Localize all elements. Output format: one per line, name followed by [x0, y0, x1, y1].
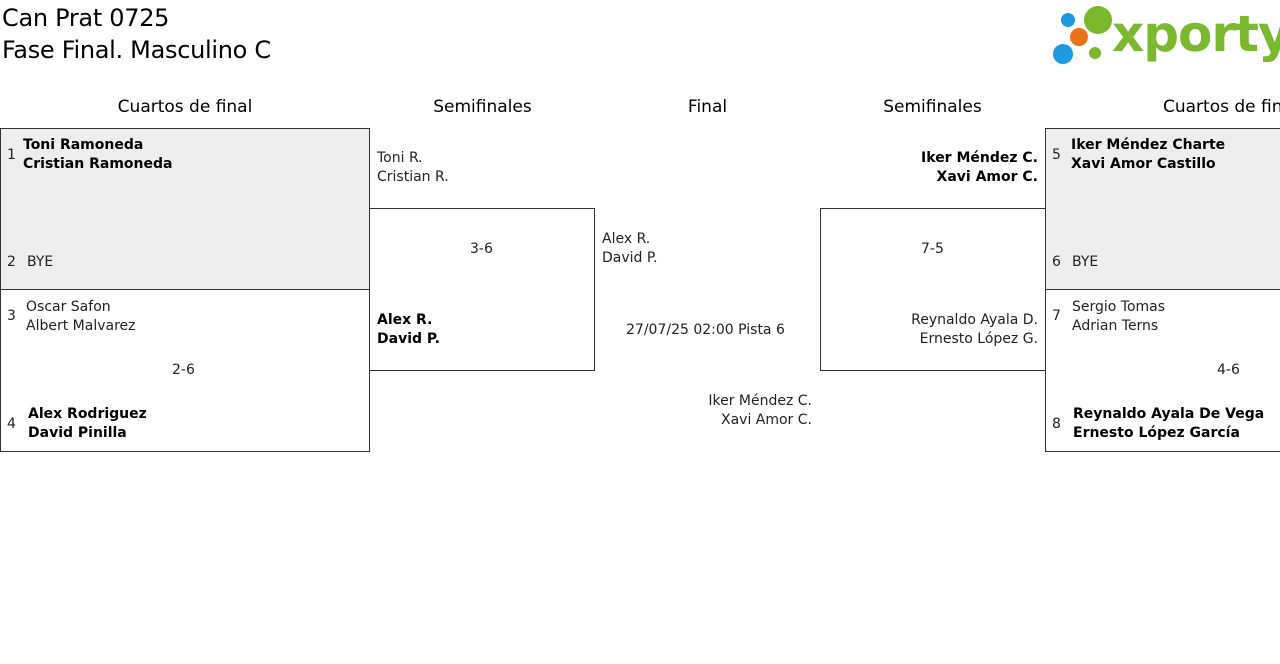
round-header-left-semis: Semifinales: [433, 97, 532, 117]
logo-dot-orange: [1070, 28, 1088, 46]
seed-number: 6: [1052, 254, 1061, 270]
player-name: Albert Malvarez: [26, 318, 136, 334]
seed-number: 5: [1052, 147, 1061, 163]
seed-number: 1: [7, 147, 16, 163]
player-name: Cristian R.: [377, 169, 449, 185]
final-schedule: 27/07/25 02:00 Pista 6: [626, 322, 785, 338]
match-left-semi[interactable]: [369, 208, 595, 371]
player-name: David P.: [377, 331, 440, 347]
player-name: Ernesto López García: [1073, 425, 1240, 441]
player-name: Adrian Terns: [1072, 318, 1159, 334]
logo-dot-small-green: [1089, 47, 1101, 59]
player-name: Alex Rodriguez: [28, 406, 147, 422]
match-score: 4-6: [1217, 362, 1240, 378]
seed-number: 2: [7, 254, 16, 270]
round-header-final: Final: [687, 97, 728, 117]
player-name: Ernesto López G.: [919, 331, 1038, 347]
player-name: Oscar Safon: [26, 299, 111, 315]
bye-label: BYE: [27, 254, 54, 270]
tournament-title: Can Prat 0725: [2, 4, 170, 32]
tournament-subtitle: Fase Final. Masculino C: [2, 36, 271, 64]
player-name: Toni Ramoneda: [23, 137, 144, 153]
player-name: Reynaldo Ayala De Vega: [1073, 406, 1265, 422]
match-left-quarter-1[interactable]: [0, 128, 370, 290]
player-name: David Pinilla: [28, 425, 127, 441]
xporty-logo: xporty: [1050, 4, 1280, 68]
player-name: Toni R.: [377, 150, 423, 166]
seed-number: 4: [7, 416, 16, 432]
round-header-left-quarters: Cuartos de final: [117, 97, 253, 117]
logo-dot-small-blue: [1061, 13, 1075, 27]
seed-number: 8: [1052, 416, 1061, 432]
match-score: 3-6: [470, 241, 493, 257]
player-name: Xavi Amor C.: [936, 169, 1038, 185]
match-score: 7-5: [921, 241, 944, 257]
logo-dot-blue: [1053, 44, 1073, 64]
match-right-quarter-2[interactable]: [1045, 289, 1280, 452]
player-name: Iker Méndez Charte: [1071, 137, 1226, 153]
round-header-right-semis: Semifinales: [883, 97, 982, 117]
seed-number: 3: [7, 308, 16, 324]
player-name: Iker Méndez C.: [921, 150, 1038, 166]
bye-label: BYE: [1072, 254, 1099, 270]
logo-dot-green: [1084, 6, 1112, 34]
player-name: Xavi Amor Castillo: [1071, 156, 1216, 172]
seed-number: 7: [1052, 308, 1061, 324]
player-name: Reynaldo Ayala D.: [911, 312, 1038, 328]
player-name: Alex R.: [602, 231, 651, 247]
player-name: David P.: [602, 250, 658, 266]
player-name: Alex R.: [377, 312, 433, 328]
match-right-quarter-1[interactable]: [1045, 128, 1280, 290]
player-name: Xavi Amor C.: [720, 412, 812, 428]
round-header-right-quarters: Cuartos de fin: [1163, 97, 1280, 117]
player-name: Iker Méndez C.: [708, 393, 812, 409]
logo-wordmark: xporty: [1112, 5, 1280, 63]
match-score: 2-6: [172, 362, 195, 378]
player-name: Sergio Tomas: [1072, 299, 1166, 315]
player-name: Cristian Ramoneda: [23, 156, 173, 172]
